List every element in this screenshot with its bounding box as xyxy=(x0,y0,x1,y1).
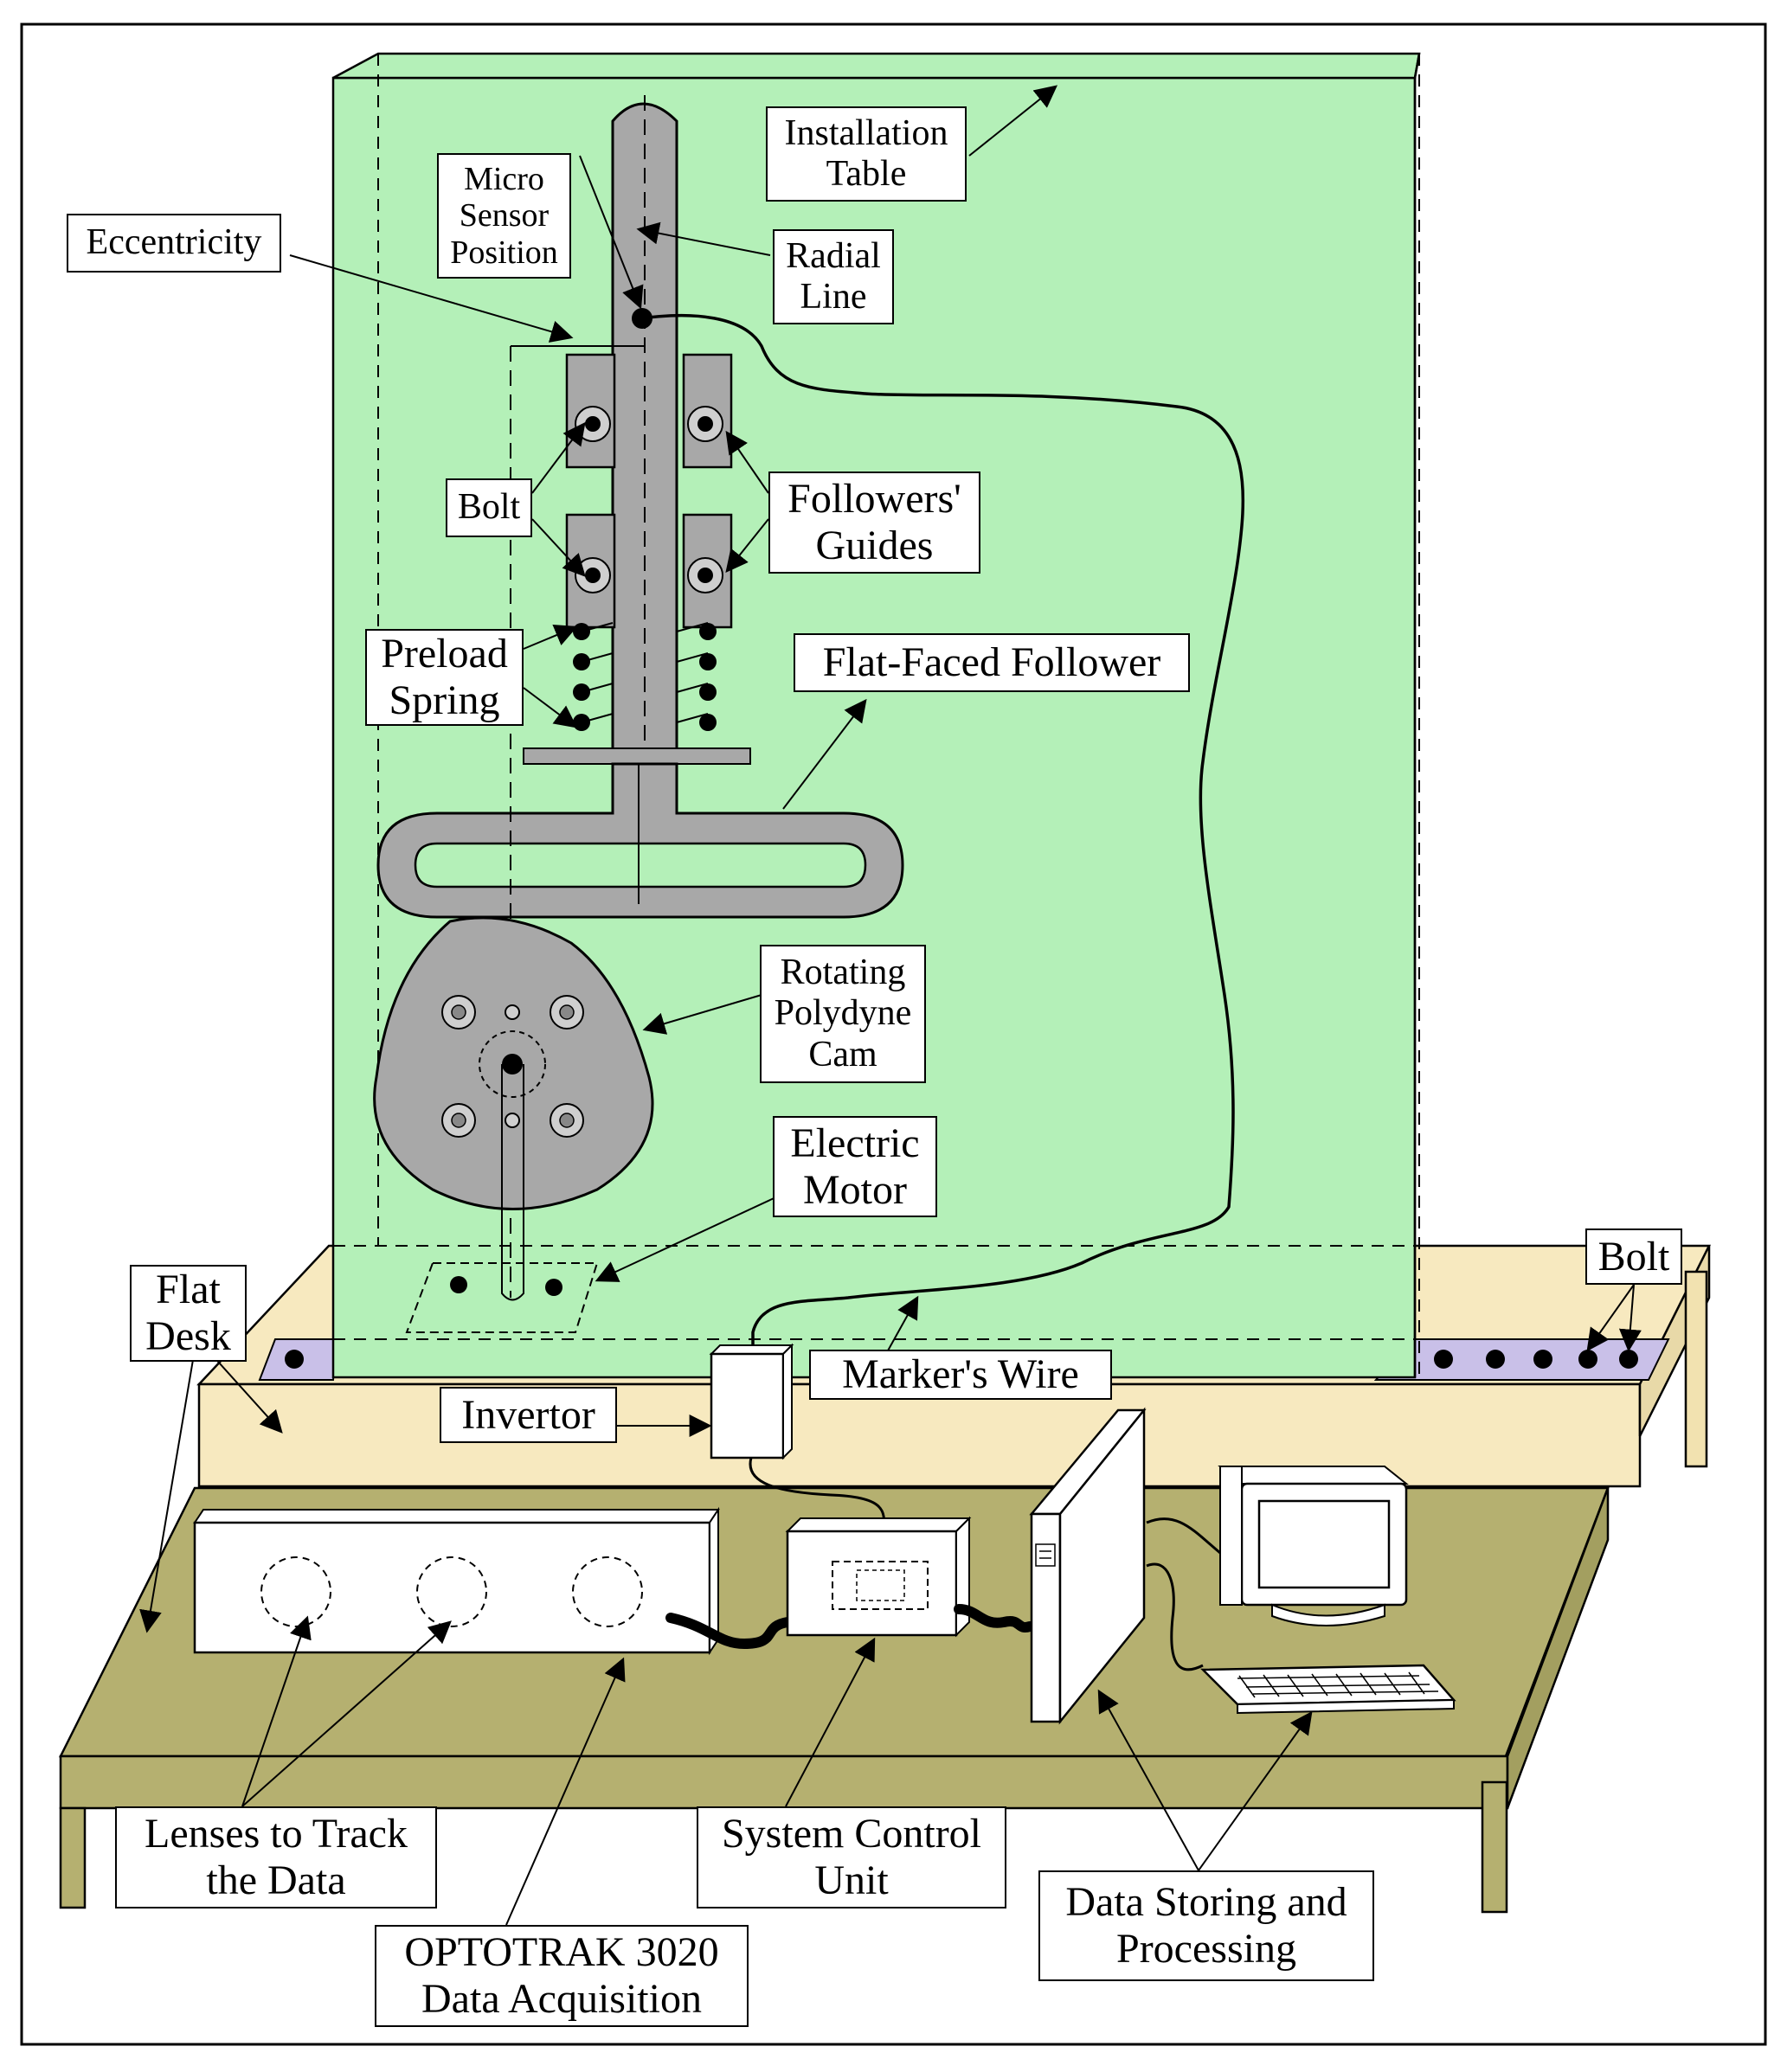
optotrak-cable xyxy=(665,1613,793,1650)
polydyne-cam xyxy=(373,916,654,1301)
label-markers-wire: Marker's Wire xyxy=(809,1350,1112,1400)
invertor-box xyxy=(709,1343,794,1460)
label-flat-faced-follower: Flat-Faced Follower xyxy=(794,633,1190,692)
control-to-pc-cable xyxy=(954,1604,1035,1633)
optotrak-unit xyxy=(193,1506,720,1656)
bolt-strip-left xyxy=(258,1338,339,1381)
invertor-cable xyxy=(749,1457,885,1532)
keyboard xyxy=(1200,1664,1456,1715)
label-eccentricity: Eccentricity xyxy=(67,214,281,273)
outer-frame xyxy=(20,22,1767,2046)
monitor xyxy=(1218,1466,1409,1626)
markers-wire xyxy=(641,313,1245,1354)
label-bolt-guides: Bolt xyxy=(446,478,532,537)
electric-motor-base xyxy=(405,1262,599,1333)
label-followers-guides: Followers'Guides xyxy=(768,471,980,574)
label-invertor: Invertor xyxy=(440,1387,617,1443)
pc-to-keyboard-cable xyxy=(1146,1562,1204,1671)
follower-assembly xyxy=(376,95,904,919)
pc-tower xyxy=(1029,1407,1147,1725)
label-bolt-desk: Bolt xyxy=(1585,1228,1682,1285)
pc-to-monitor-cable xyxy=(1146,1517,1221,1555)
system-control-unit-box xyxy=(785,1516,972,1638)
